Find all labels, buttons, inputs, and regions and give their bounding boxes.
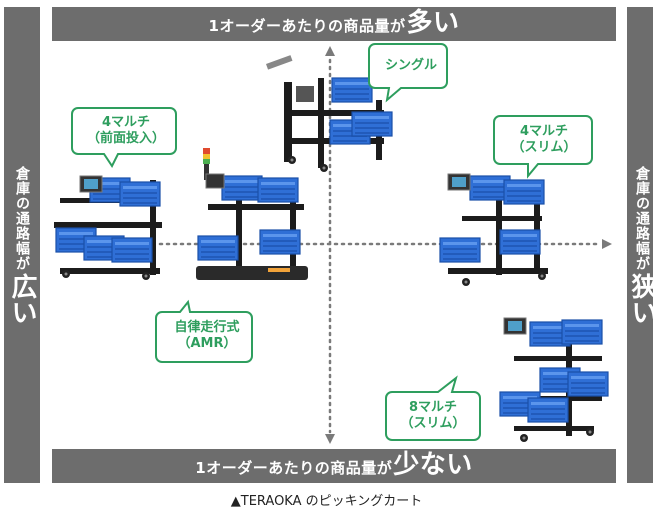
callout-single-label: シングル: [384, 58, 437, 73]
bottom-axis-label: 1オーダーあたりの商品量が: [195, 459, 393, 477]
up-arrowhead: [325, 46, 335, 56]
callout-4multi-slim-line1: 4マルチ: [519, 124, 569, 139]
callout-8multi-slim-line1: 8マルチ: [408, 400, 458, 415]
left-axis-band: 倉庫の通路幅が 広い: [4, 7, 40, 483]
right-axis-band: 倉庫の通路幅が 狭い: [627, 7, 653, 483]
down-arrowhead: [325, 434, 335, 444]
callout-amr-bubble: [155, 299, 253, 363]
left-axis-emphasis: 広い: [7, 272, 37, 325]
callout-4multi-slim-line2: （スリム）: [511, 140, 577, 155]
callout-4multi-front-bubble: [71, 107, 177, 168]
cart-4multi-slim: [439, 173, 548, 286]
callout-4multi-slim-bubble: [493, 115, 593, 179]
callout-amr-line1: 自律走行式: [174, 320, 240, 335]
figure-caption: ▲TERAOKA のピッキングカート: [230, 494, 423, 509]
callout-4multi-front-line2: （前面投入）: [86, 131, 165, 146]
cart-amr: [196, 148, 308, 280]
top-axis-band: 1オーダーあたりの商品量が 多い: [52, 7, 616, 41]
callout-8multi-slim-bubble: [385, 375, 481, 441]
cart-4multi-front: [54, 175, 162, 280]
bottom-axis-emphasis: 少ない: [393, 450, 473, 480]
right-arrowhead: [602, 239, 612, 249]
left-axis-label: 倉庫の通路幅が: [14, 165, 30, 271]
callout-8multi-slim-text: 8マルチ （スリム）: [386, 400, 480, 432]
callout-single-bubble: [368, 43, 448, 103]
top-axis-label: 1オーダーあたりの商品量が: [208, 17, 406, 35]
cart-8multi-slim: [499, 317, 609, 442]
callout-4multi-front-line1: 4マルチ: [101, 115, 151, 130]
right-axis-emphasis: 狭い: [627, 272, 653, 325]
callout-single-text: シングル: [376, 58, 446, 74]
top-axis-emphasis: 多い: [406, 8, 460, 38]
right-axis-label: 倉庫の通路幅が: [634, 165, 650, 271]
cart-single: [266, 55, 393, 172]
callout-amr-line2: （AMR）: [177, 336, 237, 351]
callout-amr-text: 自律走行式 （AMR）: [158, 320, 256, 352]
bottom-axis-band: 1オーダーあたりの商品量が 少ない: [52, 449, 616, 483]
callout-8multi-slim-line2: （スリム）: [400, 416, 466, 431]
callout-4multi-front-text: 4マルチ （前面投入）: [74, 115, 178, 147]
callout-4multi-slim-text: 4マルチ （スリム）: [496, 124, 592, 156]
